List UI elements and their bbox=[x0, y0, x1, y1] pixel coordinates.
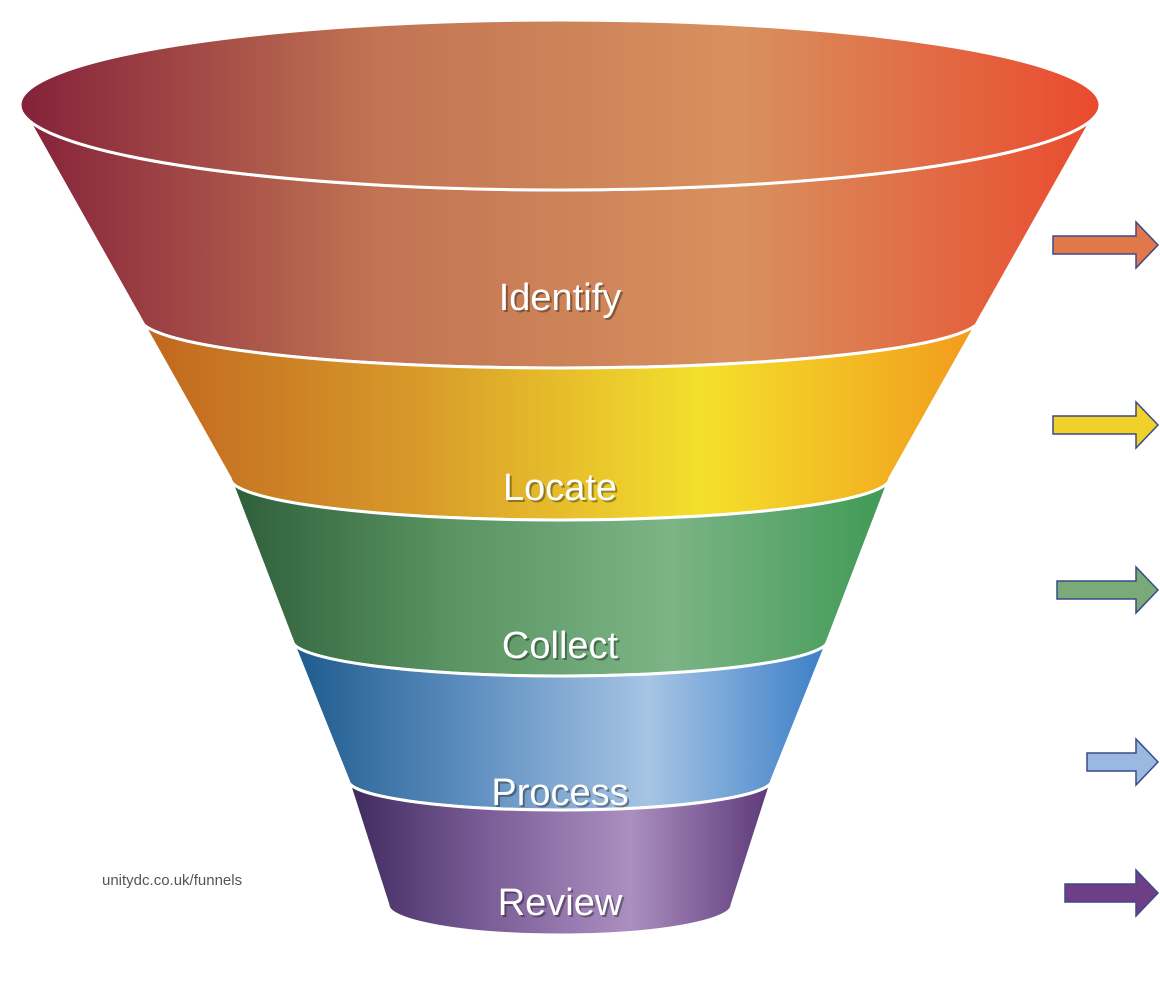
arrow-icon bbox=[1052, 400, 1160, 450]
funnel-rim bbox=[18, 18, 1102, 192]
funnel-bands bbox=[18, 18, 1102, 937]
stage-label-shadow: Review bbox=[500, 884, 625, 926]
stage-label-shadow: Collect bbox=[504, 627, 621, 669]
stage-label-locate: Locate bbox=[503, 467, 617, 509]
arrow-icon bbox=[1086, 737, 1160, 787]
source-credit: unitydc.co.uk/funnels bbox=[102, 872, 243, 889]
funnel-band-review bbox=[346, 779, 774, 937]
arrow-icon bbox=[1064, 868, 1160, 918]
arrow-icon bbox=[1052, 220, 1160, 270]
stage-label-shadow: Process bbox=[493, 774, 630, 816]
stage-arrows bbox=[1052, 220, 1160, 918]
stage-label-shadow: Locate bbox=[505, 469, 619, 511]
stage-label-collect: Collect bbox=[502, 625, 619, 667]
stage-label-identify: Identify bbox=[499, 277, 622, 319]
funnel-labels: IdentifyIdentifyLocateLocateCollectColle… bbox=[491, 277, 630, 926]
arrow-icon bbox=[1056, 565, 1160, 615]
stage-label-shadow: Identify bbox=[501, 279, 624, 321]
stage-label-review: Review bbox=[498, 882, 623, 924]
stage-label-process: Process bbox=[491, 772, 628, 814]
